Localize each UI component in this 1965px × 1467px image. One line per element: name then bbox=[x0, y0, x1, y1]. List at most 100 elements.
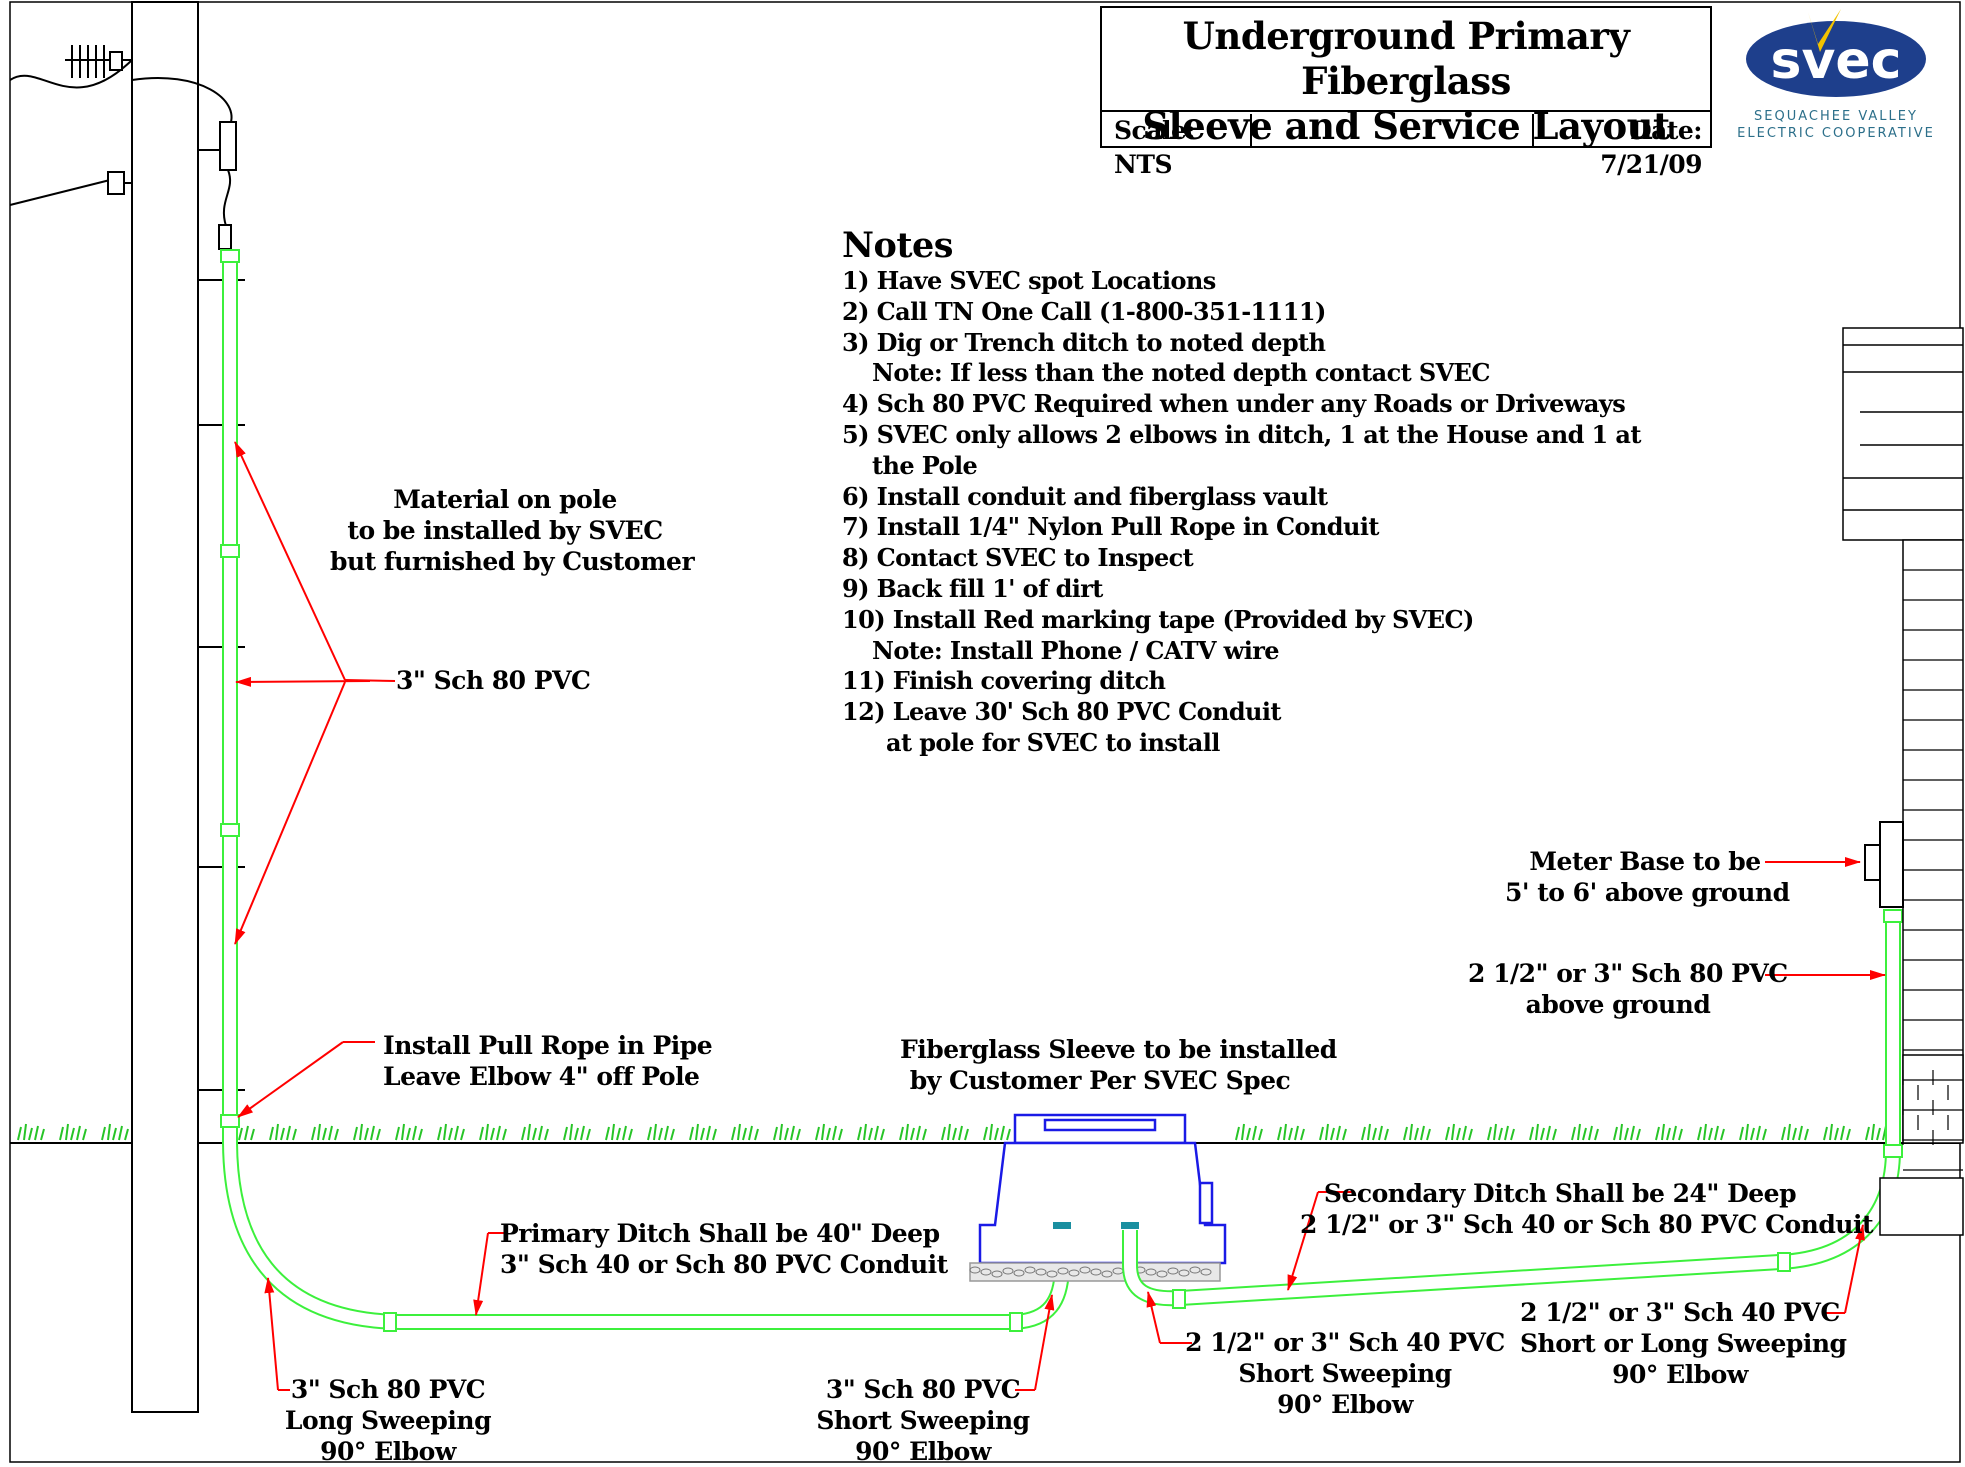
secondary-wire bbox=[9, 179, 111, 206]
grass-tuft bbox=[563, 1123, 591, 1141]
note-2: 2) Call TN One Call (1-800-351-1111) bbox=[842, 296, 1326, 326]
gravel-base bbox=[969, 1262, 1221, 1282]
label-house-elbow: 2 1/2" or 3" Sch 40 PVC Short or Long Sw… bbox=[1520, 1298, 1847, 1389]
grass-tuft bbox=[1235, 1123, 1263, 1141]
label-meter-base: Meter Base to be 5' to 6' above ground bbox=[1505, 847, 1790, 907]
grass-tuft bbox=[479, 1123, 507, 1141]
grass-tuft bbox=[521, 1123, 549, 1141]
scale-label: Scale: NTS bbox=[1114, 116, 1196, 179]
svec-logo-mark: svec SEQUACHEE VALLEY ELECTRIC COOPERATI… bbox=[1737, 9, 1933, 141]
title-line-1: Underground Primary Fiberglass bbox=[1182, 14, 1630, 103]
terminator-lead bbox=[131, 77, 233, 126]
gravel-stone bbox=[1079, 1266, 1091, 1274]
gravel-stone bbox=[1200, 1268, 1212, 1276]
note-8: 8) Contact SVEC to Inspect bbox=[842, 543, 1194, 573]
note-6: 6) Install conduit and fiberglass vault bbox=[842, 481, 1328, 511]
notes-heading: Notes bbox=[842, 225, 953, 266]
note-10-sub: Note: Install Phone / CATV wire bbox=[872, 635, 1280, 665]
gravel-stone bbox=[1101, 1270, 1113, 1278]
grass-tuft bbox=[857, 1123, 885, 1141]
grass-tuft bbox=[941, 1123, 969, 1141]
grass-tuft bbox=[731, 1123, 759, 1141]
grass-tuft bbox=[1823, 1123, 1851, 1141]
title-line-2: Sleeve and Service Layout bbox=[1142, 104, 1670, 148]
secondary-conduit-end bbox=[1121, 1222, 1139, 1229]
note-12: 12) Leave 30' Sch 80 PVC Conduit bbox=[842, 697, 1282, 727]
secondary-bracket bbox=[107, 171, 125, 195]
grass-tuft bbox=[1613, 1123, 1641, 1141]
label-house-pvc: 2 1/2" or 3" Sch 80 PVC above ground bbox=[1468, 959, 1788, 1019]
insulator-icon bbox=[71, 45, 123, 78]
grass-tuft bbox=[1781, 1123, 1809, 1141]
label-pull-rope: Install Pull Rope in Pipe Leave Elbow 4"… bbox=[383, 1031, 713, 1091]
label-fiberglass-sleeve: Fiberglass Sleeve to be installed by Cus… bbox=[900, 1035, 1337, 1095]
grass-tuft bbox=[1445, 1123, 1473, 1141]
date-cell: Date: 7/21/09 bbox=[1534, 114, 1710, 179]
grass-tufts bbox=[17, 1123, 1893, 1141]
note-7: 7) Install 1/4" Nylon Pull Rope in Condu… bbox=[842, 512, 1379, 542]
note-5-cont: the Pole bbox=[872, 450, 978, 480]
grass-tuft bbox=[353, 1123, 381, 1141]
cutout-icon bbox=[219, 121, 237, 171]
grass-tuft bbox=[1487, 1123, 1515, 1141]
drawing-title: Underground Primary Fiberglass Sleeve an… bbox=[1102, 8, 1710, 148]
gravel-stone bbox=[1178, 1269, 1190, 1277]
gravel-stones bbox=[969, 1266, 1212, 1278]
brick-wall bbox=[1902, 1054, 1964, 1144]
grass-tuft bbox=[815, 1123, 843, 1141]
gravel-stone bbox=[1090, 1268, 1102, 1276]
gravel-stone bbox=[969, 1266, 981, 1274]
gravel-stone bbox=[1002, 1267, 1014, 1275]
grass-tuft bbox=[1529, 1123, 1557, 1141]
scale-cell: Scale: NTS bbox=[1102, 114, 1252, 179]
grass-tuft bbox=[605, 1123, 633, 1141]
note-3: 3) Dig or Trench ditch to noted depth bbox=[842, 327, 1326, 357]
note-12-cont: at pole for SVEC to install bbox=[886, 727, 1220, 757]
label-secondary-ditch: Secondary Ditch Shall be 24" Deep 2 1/2"… bbox=[1300, 1179, 1874, 1239]
utility-pole bbox=[9, 1, 245, 1413]
house-siding bbox=[1902, 569, 1963, 1171]
gravel-stone bbox=[1145, 1268, 1157, 1276]
grass-tuft bbox=[1571, 1123, 1599, 1141]
label-vault-primary-elbow: 3" Sch 80 PVC Short Sweeping 90° Elbow bbox=[816, 1375, 1030, 1466]
gravel-stone bbox=[1167, 1267, 1179, 1275]
fiberglass-vault bbox=[978, 1113, 1227, 1265]
gravel-stone bbox=[1024, 1266, 1036, 1274]
blank-cell bbox=[1254, 114, 1534, 148]
notes-section: Notes 1) Have SVEC spot Locations 2) Cal… bbox=[842, 226, 1641, 759]
grass-tuft bbox=[1739, 1123, 1767, 1141]
vault-lid-handle bbox=[1043, 1118, 1157, 1132]
date-label: Date: 7/21/09 bbox=[1600, 116, 1702, 179]
vault-body bbox=[978, 1141, 1227, 1265]
note-3-sub: Note: If less than the noted depth conta… bbox=[872, 358, 1490, 388]
grass-tuft bbox=[1403, 1123, 1431, 1141]
grass-tuft bbox=[1865, 1123, 1893, 1141]
svec-logo: svec SEQUACHEE VALLEY ELECTRIC COOPERATI… bbox=[1716, 4, 1956, 144]
meter-base bbox=[1864, 821, 1904, 908]
pothead-icon bbox=[218, 224, 232, 250]
note-1: 1) Have SVEC spot Locations bbox=[842, 266, 1216, 295]
svg-text:svec: svec bbox=[1771, 31, 1902, 91]
grass-tuft bbox=[647, 1123, 675, 1141]
grass-tuft bbox=[437, 1123, 465, 1141]
foundation bbox=[1879, 1177, 1964, 1236]
note-10: 10) Install Red marking tape (Provided b… bbox=[842, 604, 1474, 634]
vault-window bbox=[1198, 1181, 1214, 1225]
pole-body bbox=[131, 1, 199, 1413]
grass-tuft bbox=[311, 1123, 339, 1141]
gravel-stone bbox=[1035, 1268, 1047, 1276]
grass-tuft bbox=[1319, 1123, 1347, 1141]
grass-tuft bbox=[395, 1123, 423, 1141]
grass-tuft bbox=[269, 1123, 297, 1141]
grass-tuft bbox=[689, 1123, 717, 1141]
gravel-stone bbox=[1068, 1269, 1080, 1277]
grass-tuft bbox=[773, 1123, 801, 1141]
gravel-stone bbox=[1156, 1270, 1168, 1278]
house-eave bbox=[1842, 327, 1964, 541]
note-4: 4) Sch 80 PVC Required when under any Ro… bbox=[842, 389, 1626, 419]
label-material-on-pole: Material on pole to be installed by SVEC… bbox=[330, 485, 695, 576]
gravel-stone bbox=[1057, 1267, 1069, 1275]
gravel-stone bbox=[1013, 1269, 1025, 1277]
title-block: Underground Primary Fiberglass Sleeve an… bbox=[1100, 6, 1712, 179]
